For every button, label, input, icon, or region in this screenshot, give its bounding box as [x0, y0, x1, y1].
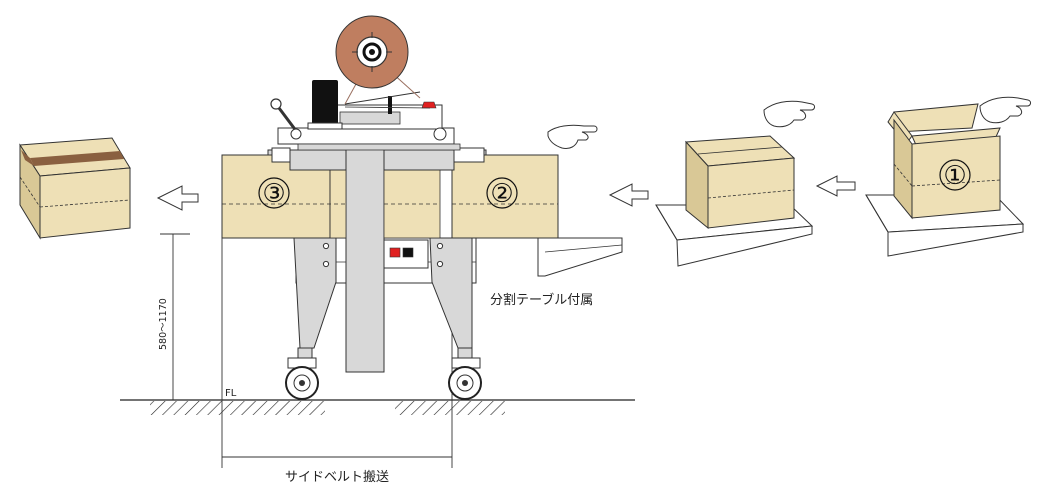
- control-panel: [383, 239, 429, 269]
- left-leg: [293, 237, 337, 349]
- right-leg: [429, 237, 473, 349]
- height-dimension: 580～1170: [158, 233, 190, 400]
- flow-arrow-left-icon: [156, 185, 199, 211]
- box-preparing: [684, 135, 796, 230]
- box-open-flaps: ①: [887, 103, 1001, 220]
- central-column: [345, 139, 385, 373]
- box-number-2: ②: [490, 179, 513, 209]
- output-box-tape-side: [21, 150, 34, 166]
- tape-head-plate: [277, 127, 455, 145]
- split-table-label: 分割テーブル付属: [490, 292, 593, 308]
- height-range-label: 580～1170: [158, 298, 169, 350]
- box-1-flap-back-left: [893, 103, 979, 133]
- right-caster: [448, 347, 482, 400]
- box-entering-machine: ②: [451, 154, 559, 239]
- floor-label: FL: [225, 388, 237, 399]
- belt-guide-right: [383, 149, 455, 171]
- start-button[interactable]: [389, 247, 401, 258]
- side-belt-label: サイドベルト搬送: [285, 470, 389, 485]
- box-number-3: ③: [262, 179, 285, 209]
- hand-icon: [763, 100, 815, 128]
- tape-roll: [335, 15, 421, 105]
- floor-hatch: [150, 401, 325, 415]
- emergency-stop[interactable]: [421, 101, 437, 109]
- belt-end-right: [453, 147, 485, 163]
- box-number-1: ①: [943, 161, 966, 191]
- left-caster: [285, 347, 319, 400]
- stop-button[interactable]: [402, 247, 414, 258]
- split-table: [537, 237, 623, 277]
- hand-icon: [979, 96, 1031, 124]
- box-in-machine: ③: [221, 154, 441, 239]
- belt-end-left: [271, 147, 291, 163]
- hand-icon: [547, 124, 598, 149]
- output-box-tape-top: [30, 151, 124, 166]
- floor: FL: [120, 388, 635, 415]
- flow-arrow-left-icon: [815, 175, 856, 197]
- tape-head: [270, 80, 461, 151]
- motor-cylinder: [312, 80, 338, 128]
- flow-arrow-left-icon: [608, 183, 649, 207]
- output-box: [19, 137, 131, 240]
- floor-hatch-right: [395, 401, 505, 415]
- belt-guide-left: [289, 149, 347, 171]
